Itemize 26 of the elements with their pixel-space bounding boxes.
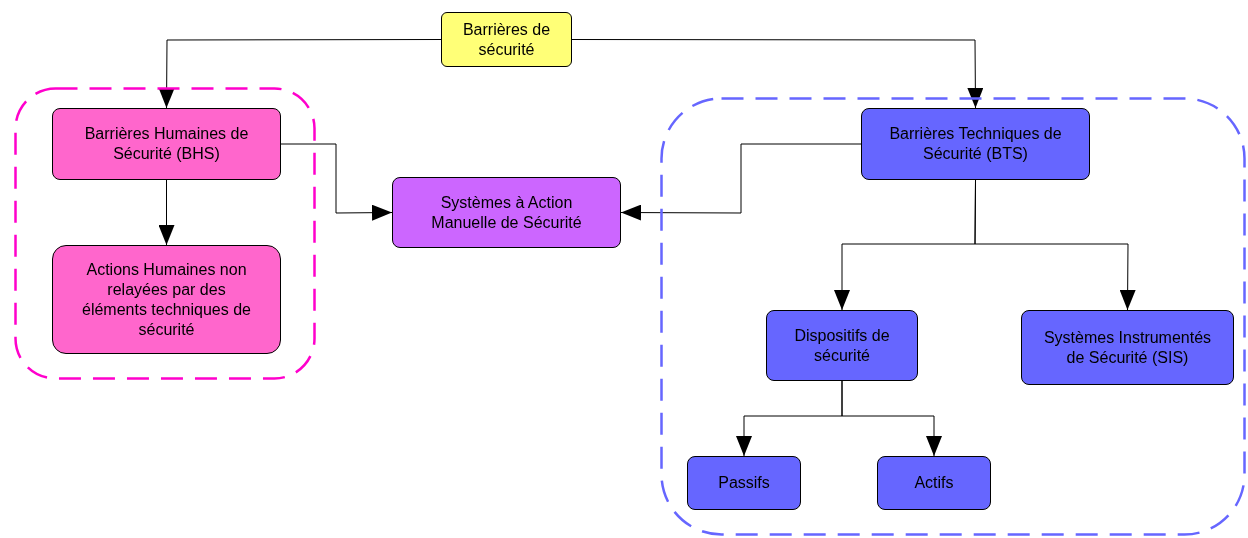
box-label: Actifs bbox=[913, 473, 955, 493]
connector-arrow bbox=[571, 39, 984, 109]
process-box bbox=[687, 456, 801, 510]
process-box bbox=[861, 108, 1090, 180]
box-label: Passifs bbox=[717, 473, 771, 493]
connector-arrow bbox=[280, 143, 393, 221]
process-box bbox=[52, 108, 281, 180]
box-label: Systèmes Instrumentés de Sécurité (SIS) bbox=[1042, 327, 1213, 368]
box-label: Barrières de sécurité bbox=[461, 19, 552, 60]
process-box bbox=[441, 12, 572, 67]
connector-arrow bbox=[158, 179, 175, 246]
process-box bbox=[52, 245, 281, 354]
box-label: Barrières Humaines de Sécurité (BHS) bbox=[83, 124, 250, 164]
process-box bbox=[392, 177, 621, 248]
process-box bbox=[877, 456, 991, 510]
box-label: Dispositifs de sécurité bbox=[793, 325, 891, 366]
connector-arrow bbox=[620, 143, 862, 221]
box-label: Barrières Techniques de Sécurité (BTS) bbox=[888, 124, 1063, 164]
process-box bbox=[766, 310, 918, 381]
box-label: Systèmes à Action Manuelle de Sécurité bbox=[430, 192, 583, 233]
dashed-group-frame bbox=[660, 97, 1246, 536]
connector-arrow bbox=[158, 39, 442, 109]
connector-arrow bbox=[841, 380, 942, 457]
dashed-group-frame bbox=[14, 87, 316, 380]
box-label: Actions Humaines non relayées par des éléments techniques de sécurité bbox=[81, 259, 252, 340]
process-box bbox=[1021, 310, 1234, 385]
